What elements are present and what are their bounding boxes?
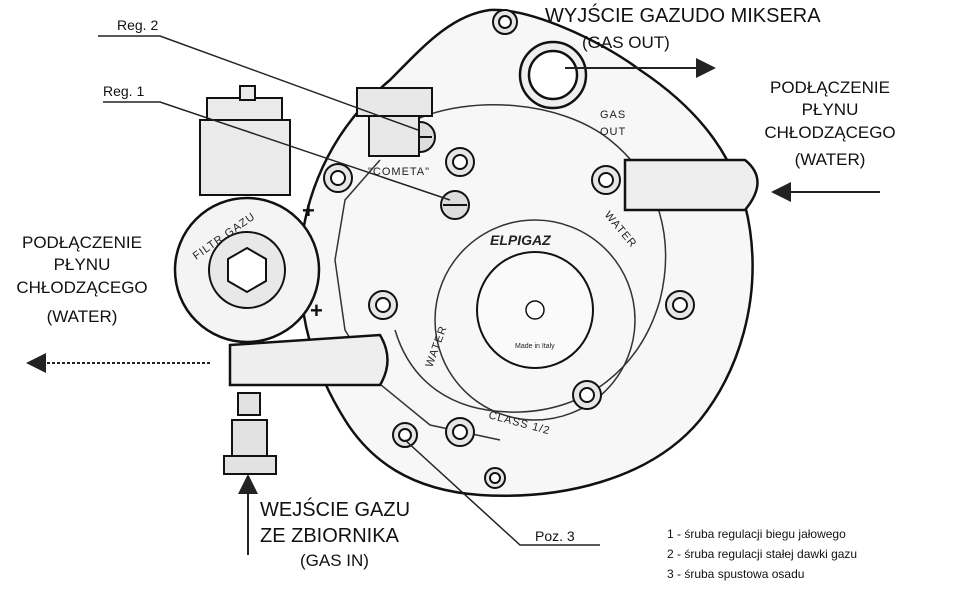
water-left-line4: (WATER) xyxy=(47,307,118,326)
mounting-screws xyxy=(323,9,695,489)
plus-mark-1: + xyxy=(302,198,315,223)
water-right-line4: (WATER) xyxy=(795,150,866,169)
water-right-line2: PŁYNU xyxy=(802,100,859,119)
legend-item-3: 3 - śruba spustowa osadu xyxy=(667,567,804,581)
legend-item-1: 1 - śruba regulacji biegu jałowego xyxy=(667,527,846,541)
plus-mark-2: + xyxy=(310,298,323,323)
water-pipe-right xyxy=(623,158,759,212)
gas-out-subtitle: (GAS OUT) xyxy=(582,33,670,52)
water-left-line1: PODŁĄCZENIE xyxy=(22,233,142,252)
gas-in-line1: WEJŚCIE GAZU xyxy=(260,497,410,521)
callout-reg2: Reg. 2 xyxy=(117,17,158,33)
gas-out-title: WYJŚCIE GAZUDO MIKSERA xyxy=(545,3,821,27)
water-right-line1: PODŁĄCZENIE xyxy=(770,78,890,97)
center-cap xyxy=(476,251,594,369)
top-nut xyxy=(356,87,433,157)
solenoid-valve xyxy=(199,85,291,196)
gas-inlet-fitting xyxy=(223,392,277,475)
gas-out-mark-1: GAS xyxy=(600,109,626,121)
cometa-mark: "COMETA" xyxy=(368,166,430,178)
body-contours xyxy=(334,103,667,441)
leader-lines xyxy=(98,35,600,546)
gas-out-mark-2: OUT xyxy=(600,126,626,138)
water-pipe-left xyxy=(228,333,389,387)
callout-reg1: Reg. 1 xyxy=(103,83,144,99)
gas-in-line3: (GAS IN) xyxy=(300,551,369,570)
legend-item-2: 2 - śruba regulacji stałej dawki gazu xyxy=(667,547,857,561)
water-left-line2: PŁYNU xyxy=(54,255,111,274)
callout-poz3: Poz. 3 xyxy=(535,528,575,544)
gas-filter xyxy=(173,196,321,344)
made-in-italy-mark: Made in Italy xyxy=(515,343,555,350)
gas-out-port xyxy=(518,40,588,110)
gas-in-line2: ZE ZBIORNIKA xyxy=(260,525,400,547)
water-left-line3: CHŁODZĄCEGO xyxy=(16,278,147,297)
brand-mark: ELPIGAZ xyxy=(490,232,551,248)
water-right-line3: CHŁODZĄCEGO xyxy=(764,123,895,142)
flow-arrows xyxy=(26,58,880,555)
